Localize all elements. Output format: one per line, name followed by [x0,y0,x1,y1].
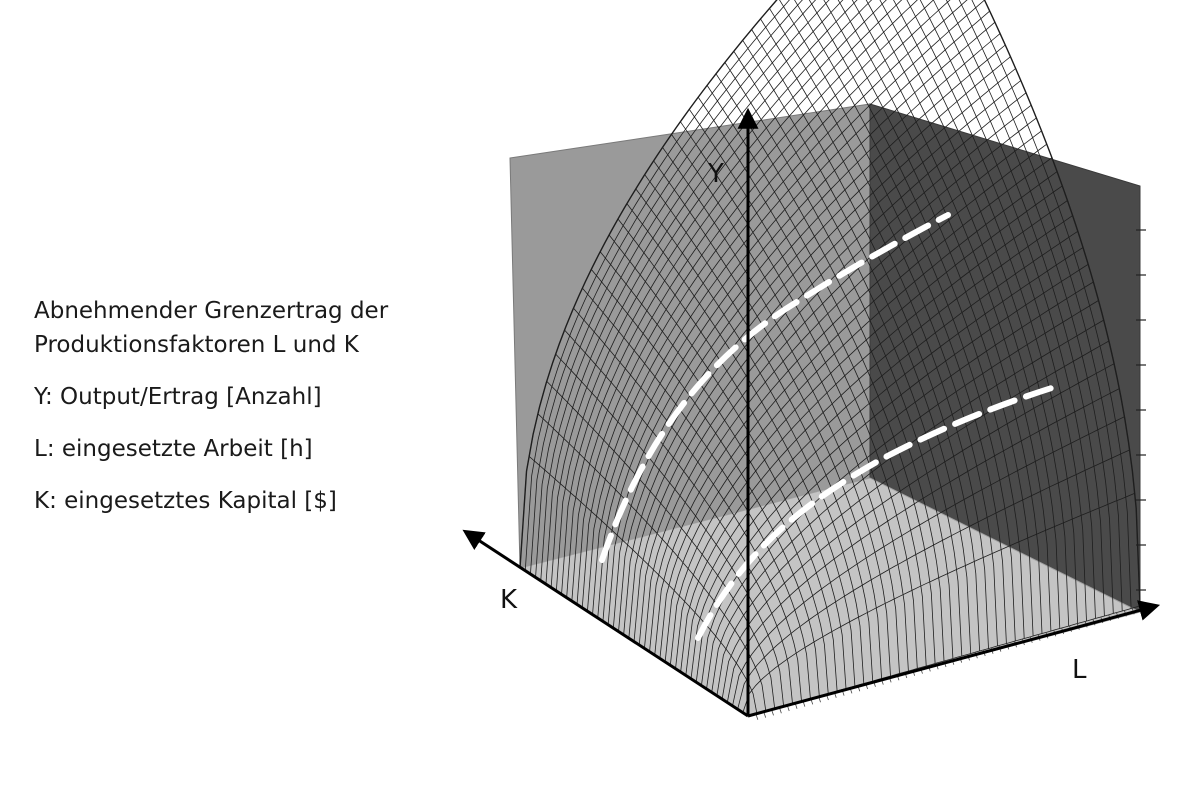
l-axis-label: L [1072,655,1087,685]
k-axis-description: K: eingesetztes Kapital [$] [34,488,337,514]
mesh-line-k [633,92,1027,643]
mesh-line-k [587,0,968,612]
mesh-line-l [893,0,1078,624]
legend: Abnehmender Grenzertrag der Produktionsf… [34,294,454,536]
production-surface [519,0,1141,717]
mesh-line-l [971,0,1132,609]
k-axis-label: K [500,585,518,615]
mesh-line-l [742,40,972,654]
y-axis-description: Y: Output/Ertrag [Anzahl] [34,384,322,410]
mesh-line-k [592,0,985,616]
mesh-line-l [769,8,998,647]
diagram-title: Abnehmender Grenzertrag der Produktionsf… [34,294,454,362]
mesh-line-l [851,0,1052,632]
mesh-line-l [724,62,954,659]
mesh-line-k [561,0,887,595]
mesh-line-l [823,0,1034,637]
title-line-1: Abnehmender Grenzertrag der [34,298,389,324]
mesh-line-l [808,0,1025,639]
mesh-line-l [958,0,1123,612]
mesh-line-k [530,0,803,575]
mesh-line-l [779,0,1007,644]
surface-outline [519,0,1141,607]
marginal-return-curve-lower [695,383,1061,641]
mesh-line-k [602,21,996,622]
mesh-line-k [612,44,1006,629]
mesh-line-l [919,0,1096,619]
y-axis-label: Y [707,159,724,189]
mesh-line-k [623,68,1016,636]
mesh-line-l [751,29,980,652]
marginal-return-curve-upper [599,212,951,563]
mesh-line-k [535,0,817,579]
mesh-line-l [906,0,1087,622]
mesh-line-k [566,0,903,599]
mesh-line-k [628,80,1022,639]
mesh-line-l [879,0,1070,627]
mesh-line-k [571,0,918,602]
mesh-line-l [794,0,1016,642]
l-axis-description: L: eingesetzte Arbeit [h] [34,436,313,462]
mesh-line-k [540,0,830,582]
mesh-line-l [932,0,1105,617]
mesh-line-l [760,18,989,649]
mesh-line-k [597,10,990,619]
right-wall-ticks [1136,229,1146,591]
mesh-line-k [607,33,1001,626]
mesh-line-l [733,50,963,657]
mesh-line-k [576,0,934,606]
k-axis [462,529,749,718]
mesh-line-l [945,0,1114,614]
mesh-line-l [865,0,1061,629]
mesh-line-k [524,0,790,572]
l-axis [747,600,1161,718]
mesh-line-k [555,0,873,592]
mesh-line-l [837,0,1043,634]
title-line-2: Produktionsfaktoren L und K [34,332,359,358]
mesh-line-k [581,0,951,609]
